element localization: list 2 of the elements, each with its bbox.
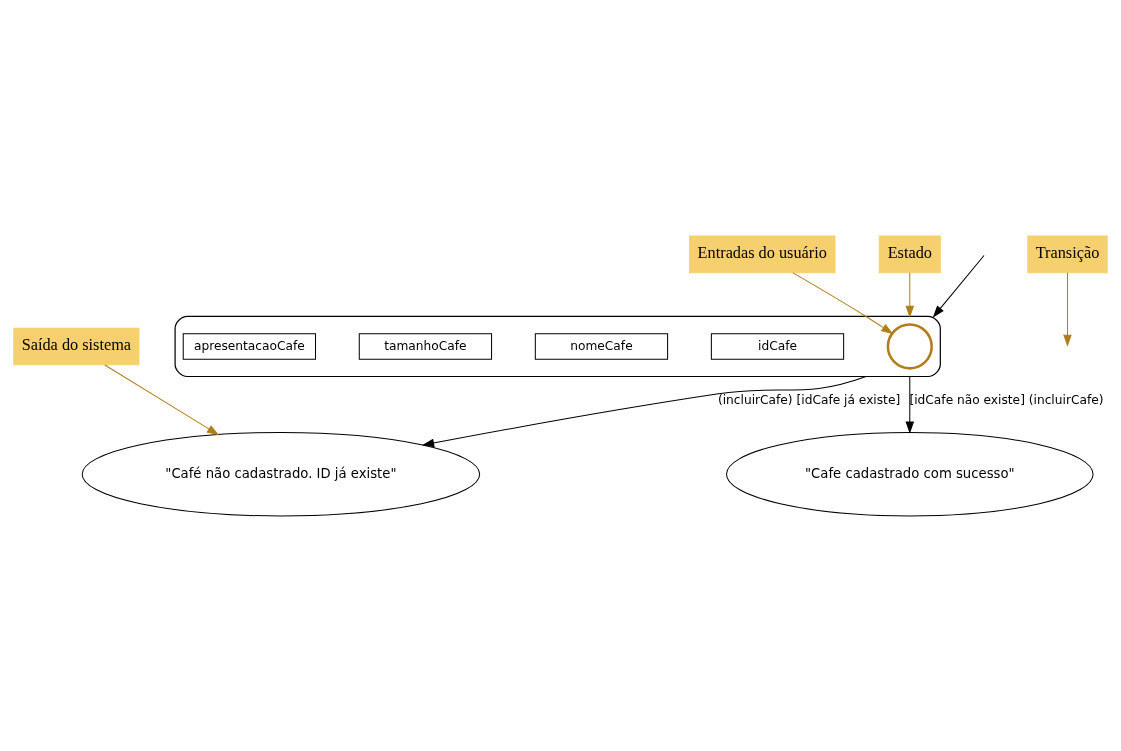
edge-label: (incluirCafe) [idCafe já existe] (717, 392, 901, 407)
edge-label: [idCafe não existe] (incluirCafe) (909, 392, 1104, 407)
